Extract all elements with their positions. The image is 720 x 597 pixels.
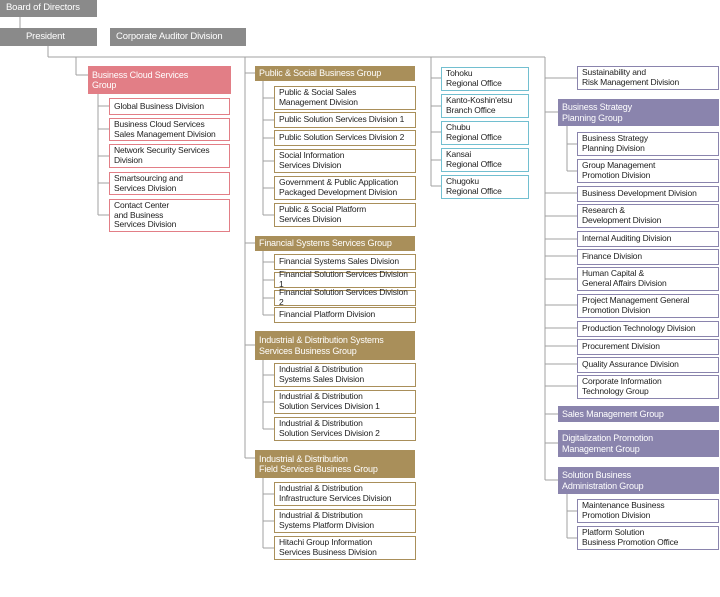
corporate-division-box: Procurement Division — [577, 339, 719, 355]
regional-office-box: Kansai Regional Office — [441, 148, 529, 172]
corporate-division-box: Research & Development Division — [577, 204, 719, 228]
financial-division-box: Financial Solution Services Division 2 — [274, 288, 416, 307]
industrial-distribution-field-group-header: Industrial & Distribution Field Services… — [255, 450, 415, 478]
regional-office-box: Tohoku Regional Office — [441, 67, 529, 91]
public-division-box: Public Solution Services Division 2 — [274, 130, 416, 146]
cloud-division-box: Global Business Division — [109, 98, 230, 115]
regional-office-box: Chubu Regional Office — [441, 121, 529, 145]
corporate-division-box: Production Technology Division — [577, 321, 719, 337]
cloud-division-box: Business Cloud Services Sales Management… — [109, 118, 230, 141]
solution-division-box: Platform Solution Business Promotion Off… — [577, 526, 719, 550]
industrial-division-box: Industrial & Distribution Solution Servi… — [274, 390, 416, 414]
cloud-division-box: Network Security Services Division — [109, 144, 230, 168]
digitalization-promotion-management-group-header: Digitalization Promotion Management Grou… — [558, 430, 719, 457]
public-social-business-group-header: Public & Social Business Group — [255, 66, 415, 81]
public-division-box: Public Solution Services Division 1 — [274, 112, 416, 128]
corporate-division-box: Internal Auditing Division — [577, 231, 719, 247]
solution-business-administration-group-header: Solution Business Administration Group — [558, 467, 719, 494]
strategy-division-box: Business Strategy Planning Division — [577, 132, 719, 156]
financial-systems-services-group-header: Financial Systems Services Group — [255, 236, 415, 251]
corporate-division-box: Corporate Information Technology Group — [577, 375, 719, 399]
business-strategy-planning-group-header: Business Strategy Planning Group — [558, 99, 719, 126]
strategy-division-box: Group Management Promotion Division — [577, 159, 719, 183]
business-cloud-services-group-header: Business Cloud Services Group — [88, 66, 231, 94]
corporate-division-box: Business Development Division — [577, 186, 719, 202]
field-division-box: Hitachi Group Information Services Busin… — [274, 536, 416, 560]
corporate-auditor-division-box: Corporate Auditor Division — [110, 28, 246, 46]
public-division-box: Social Information Services Division — [274, 149, 416, 173]
industrial-division-box: Industrial & Distribution Systems Sales … — [274, 363, 416, 387]
board-of-directors-box: Board of Directors — [0, 0, 97, 17]
sustainability-risk-management-division-box: Sustainability and Risk Management Divis… — [577, 66, 719, 90]
corporate-division-box: Human Capital & General Affairs Division — [577, 267, 719, 291]
financial-division-box: Financial Solution Services Division 1 — [274, 270, 416, 289]
president-box: President — [0, 28, 97, 46]
public-division-box: Public & Social Sales Management Divisio… — [274, 86, 416, 110]
corporate-division-box: Finance Division — [577, 249, 719, 265]
field-division-box: Industrial & Distribution Infrastructure… — [274, 482, 416, 506]
public-division-box: Government & Public Application Packaged… — [274, 176, 416, 200]
public-division-box: Public & Social Platform Services Divisi… — [274, 203, 416, 227]
sales-management-group-header: Sales Management Group — [558, 406, 719, 422]
industrial-distribution-systems-group-header: Industrial & Distribution Systems Servic… — [255, 331, 415, 360]
cloud-division-box: Contact Center and Business Services Div… — [109, 199, 230, 232]
corporate-division-box: Quality Assurance Division — [577, 357, 719, 373]
field-division-box: Industrial & Distribution Systems Platfo… — [274, 509, 416, 533]
industrial-division-box: Industrial & Distribution Solution Servi… — [274, 417, 416, 441]
regional-office-box: Kanto-Koshin'etsu Branch Office — [441, 94, 529, 118]
regional-office-box: Chugoku Regional Office — [441, 175, 529, 199]
corporate-division-box: Project Management General Promotion Div… — [577, 294, 719, 318]
cloud-division-box: Smartsourcing and Services Division — [109, 172, 230, 195]
solution-division-box: Maintenance Business Promotion Division — [577, 499, 719, 523]
financial-division-box: Financial Systems Sales Division — [274, 254, 416, 270]
financial-division-box: Financial Platform Division — [274, 307, 416, 323]
